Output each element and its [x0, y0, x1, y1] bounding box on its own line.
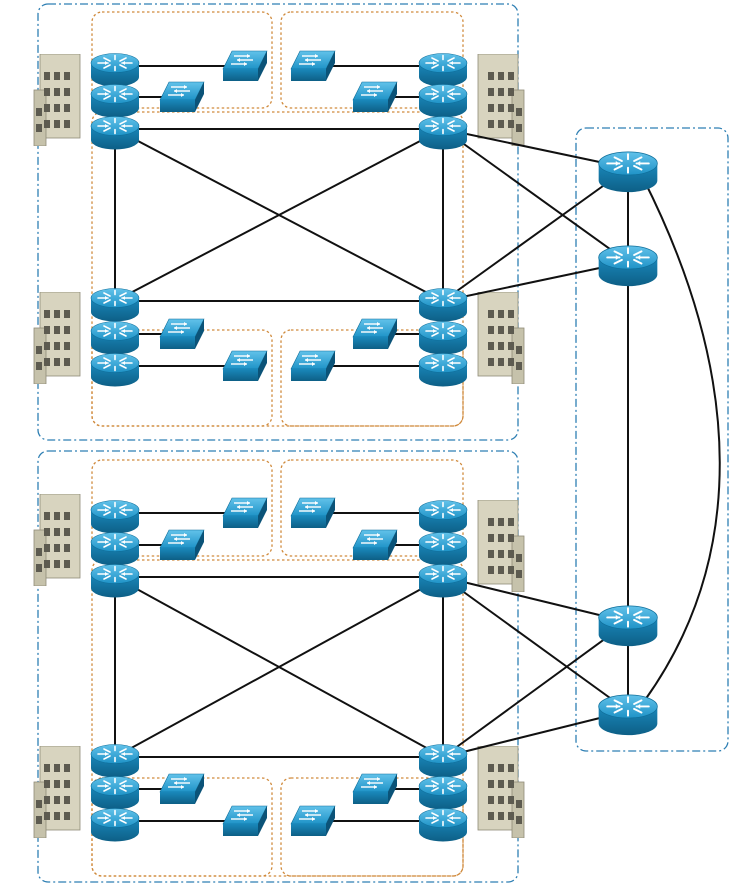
router-icon[interactable]	[418, 115, 468, 151]
router-icon[interactable]	[90, 743, 140, 779]
router-icon[interactable]	[90, 52, 140, 88]
link-mr1-c2	[442, 261, 629, 302]
site-region-top	[37, 3, 519, 441]
router-icon[interactable]	[90, 352, 140, 388]
building-icon	[33, 494, 81, 586]
router-icon[interactable]	[418, 775, 468, 811]
link-br3-c4	[442, 576, 629, 712]
router-icon[interactable]	[597, 693, 659, 737]
router-icon[interactable]	[597, 150, 659, 194]
link-br3-ll1	[114, 576, 444, 758]
router-icon[interactable]	[90, 320, 140, 356]
link-tr3-ml1	[114, 128, 444, 302]
buildings	[33, 54, 525, 838]
building-icon	[477, 500, 525, 592]
link-lr1-c3	[442, 621, 629, 758]
router-icon[interactable]	[418, 320, 468, 356]
router-icon[interactable]	[418, 352, 468, 388]
router-icon[interactable]	[418, 807, 468, 843]
router-icon[interactable]	[418, 743, 468, 779]
router-icon[interactable]	[418, 52, 468, 88]
switch-icon[interactable]	[290, 497, 336, 529]
switch-icon[interactable]	[159, 318, 205, 350]
switch-icon[interactable]	[222, 50, 268, 82]
router-icon[interactable]	[90, 563, 140, 599]
link-lr1-c4	[442, 710, 629, 758]
router-icon[interactable]	[90, 83, 140, 119]
core-region	[575, 127, 729, 752]
router-icon[interactable]	[90, 531, 140, 567]
router-icon[interactable]	[418, 563, 468, 599]
switch-icon[interactable]	[290, 805, 336, 837]
router-icon[interactable]	[418, 531, 468, 567]
router-icon[interactable]	[418, 287, 468, 323]
router-icon[interactable]	[90, 115, 140, 151]
router-icon[interactable]	[90, 775, 140, 811]
router-icon[interactable]	[418, 83, 468, 119]
link-c1-c4-arc	[642, 177, 721, 701]
switch-icon[interactable]	[159, 773, 205, 805]
switch-icon[interactable]	[290, 350, 336, 382]
link-mr1-c1	[442, 167, 629, 302]
link-br3-c3	[442, 576, 629, 623]
link-tr3-c2	[442, 128, 629, 263]
router-icon[interactable]	[418, 499, 468, 535]
router-icon[interactable]	[90, 499, 140, 535]
link-tr3-c1	[442, 128, 629, 169]
building-icon	[477, 292, 525, 384]
site-region-bottom	[37, 450, 519, 883]
building-icon	[33, 746, 81, 838]
router-icon[interactable]	[90, 287, 140, 323]
switch-icon[interactable]	[352, 318, 398, 350]
building-icon	[33, 54, 81, 146]
building-icon	[33, 292, 81, 384]
switch-icon[interactable]	[222, 350, 268, 382]
router-icon[interactable]	[597, 244, 659, 288]
switch-icon[interactable]	[222, 805, 268, 837]
switch-icon[interactable]	[222, 497, 268, 529]
router-icon[interactable]	[597, 604, 659, 648]
building-icon	[477, 54, 525, 146]
switch-icon[interactable]	[290, 50, 336, 82]
switch-icon[interactable]	[352, 773, 398, 805]
router-icon[interactable]	[90, 807, 140, 843]
access-groups	[91, 11, 464, 877]
building-icon	[477, 746, 525, 838]
